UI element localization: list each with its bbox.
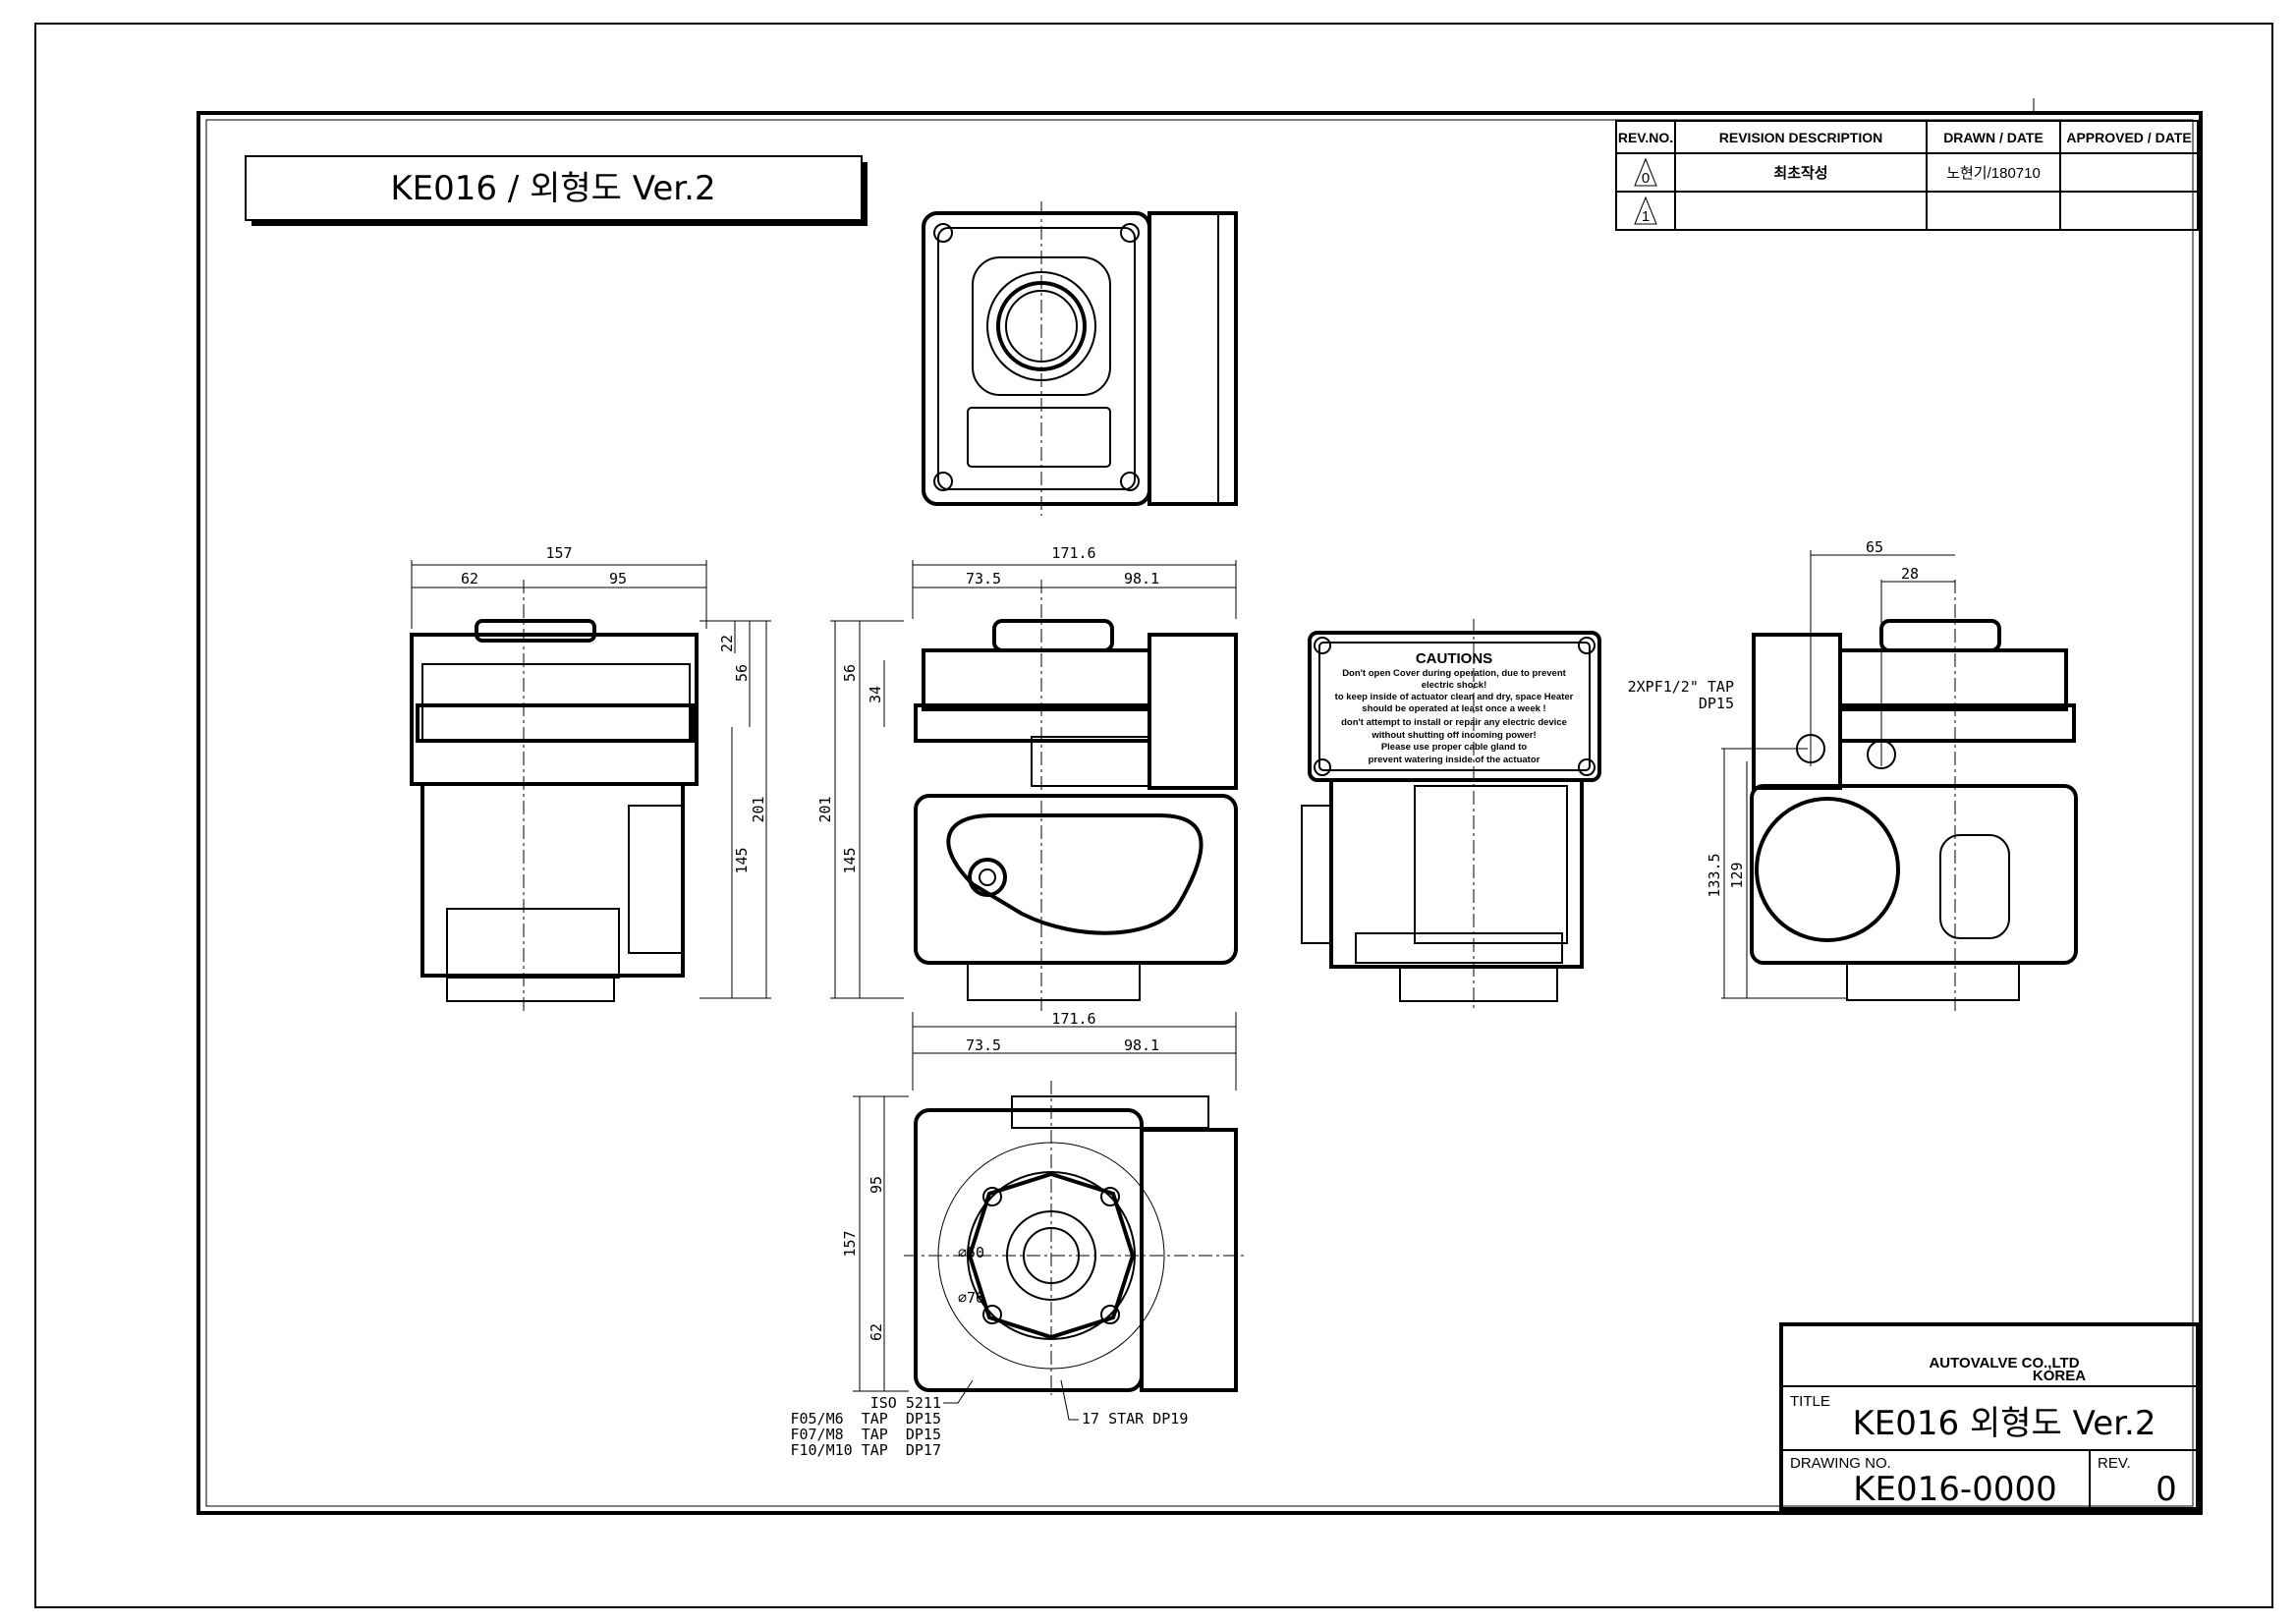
revision-triangle-icon — [1634, 157, 1657, 187]
title-label: TITLE — [1790, 1393, 1830, 1410]
rev-no-header: REV.NO. — [1618, 130, 1673, 145]
revision-table: REV.NO. REVISION DESCRIPTION DRAWN / DAT… — [1615, 120, 2199, 231]
drawing-title: KE016 / 외형도 Ver.2 — [390, 169, 715, 208]
revision-triangle-icon — [1634, 196, 1657, 225]
drawing-no-label: DRAWING NO. — [1790, 1455, 1891, 1472]
bottom-view — [853, 1012, 1248, 1421]
drawn-date: 노현기/180710 — [1946, 165, 2041, 182]
caution-line: should be operated at least once a week … — [1362, 703, 1545, 714]
tap-note: 2XPF1/2" TAP — [1628, 678, 1734, 696]
rev-number: 0 — [1642, 170, 1650, 187]
title-value: KE016 외형도 Ver.2 — [1853, 1404, 2156, 1443]
dimension-label: 95 — [609, 570, 627, 588]
caution-line: don't attempt to install or repair any e… — [1341, 717, 1567, 728]
dimension-label: 157 — [545, 544, 572, 562]
rev-number: 1 — [1642, 208, 1650, 225]
company-country: KOREA — [2033, 1368, 2086, 1384]
caution-line: to keep inside of actuator clean and dry… — [1335, 692, 1574, 702]
dimension-label: 28 — [1901, 565, 1919, 583]
left-view — [410, 560, 771, 1012]
left-view-dimensions: 157 62 95 22 56 201 145 — [461, 544, 767, 874]
caution-line: Don't open Cover during operation, due t… — [1342, 668, 1566, 679]
diameter-label: ⌀50 — [958, 1244, 984, 1261]
right-view — [1721, 550, 2078, 1012]
front-view — [830, 560, 1238, 1012]
tap-note: F10/M10 TAP DP17 — [790, 1441, 941, 1459]
caution-line: prevent watering inside of the actuator — [1369, 755, 1540, 765]
caution-heading: CAUTIONS — [1416, 650, 1492, 667]
caution-line: Please use proper cable gland to — [1381, 742, 1528, 753]
right-view-dimensions: 65 28 2XPF1/2" TAP DP15 133.5 129 — [1628, 538, 1919, 898]
dimension-label: 34 — [867, 686, 884, 703]
dimension-label: 65 — [1866, 538, 1883, 556]
outer-border — [34, 23, 2273, 1608]
inner-frame-line — [205, 119, 2194, 1507]
diameter-label: ⌀70 — [958, 1289, 984, 1307]
revision-description-header: REVISION DESCRIPTION — [1719, 130, 1882, 145]
tap-note: F07/M8 TAP DP15 — [790, 1426, 941, 1443]
dimension-label: 56 — [733, 664, 751, 682]
drawn-date-header: DRAWN / DATE — [1943, 130, 2044, 145]
iso-note: ISO 5211 — [870, 1394, 941, 1412]
front-view-dimensions: 171.6 73.5 98.1 56 34 201 145 — [816, 544, 1159, 874]
approved-date-header: APPROVED / DATE — [2066, 130, 2191, 145]
dimension-label: 98.1 — [1124, 570, 1159, 588]
dimension-label: 73.5 — [966, 570, 1001, 588]
dimension-label: 98.1 — [1124, 1036, 1159, 1054]
tap-note: F05/M6 TAP DP15 — [790, 1410, 941, 1428]
drawing-title-box: KE016 / 외형도 Ver.2 — [245, 155, 868, 226]
dimension-label: 62 — [461, 570, 478, 588]
dimension-label: 95 — [868, 1176, 885, 1194]
dimension-label: 129 — [1728, 862, 1746, 888]
caution-line: without shutting off incoming power! — [1371, 730, 1536, 741]
tap-note: DP15 — [1699, 695, 1734, 712]
dimension-label: 73.5 — [966, 1036, 1001, 1054]
inner-frame — [196, 111, 2203, 1515]
star-note: 17 STAR DP19 — [1082, 1410, 1188, 1428]
mounting-notes: ISO 5211 F05/M6 TAP DP15 F07/M8 TAP DP15… — [790, 1394, 1188, 1459]
dimension-label: 157 — [841, 1230, 859, 1257]
caution-side-view: CAUTIONS Don't open Cover during operati… — [1301, 619, 1601, 1012]
dimension-label: 133.5 — [1706, 853, 1723, 897]
dimension-label: 62 — [868, 1323, 885, 1341]
rev-label: REV. — [2098, 1455, 2131, 1472]
dimension-label: 145 — [733, 847, 751, 873]
caution-line: electric shock! — [1422, 680, 1487, 691]
dimension-label: 22 — [718, 635, 736, 652]
dimension-label: 56 — [841, 664, 859, 682]
dimension-label: 145 — [841, 847, 859, 873]
dimension-label: 171.6 — [1051, 544, 1095, 562]
revision-description: 최초작성 — [1773, 164, 1827, 182]
rev-value: 0 — [2156, 1470, 2177, 1509]
company-name: AUTOVALVE CO.,LTD — [1929, 1355, 2079, 1372]
title-block: AUTOVALVE CO.,LTD KOREA TITLE KE016 외형도 … — [1779, 1322, 2200, 1511]
dimension-label: 201 — [750, 796, 767, 822]
top-view — [922, 201, 1238, 516]
dimension-label: 171.6 — [1051, 1010, 1095, 1028]
dimension-label: 201 — [816, 796, 834, 822]
bottom-view-dimensions: 171.6 73.5 98.1 95 157 62 ⌀50 ⌀70 — [841, 1010, 1159, 1341]
drawing-no-value: KE016-0000 — [1853, 1470, 2056, 1509]
